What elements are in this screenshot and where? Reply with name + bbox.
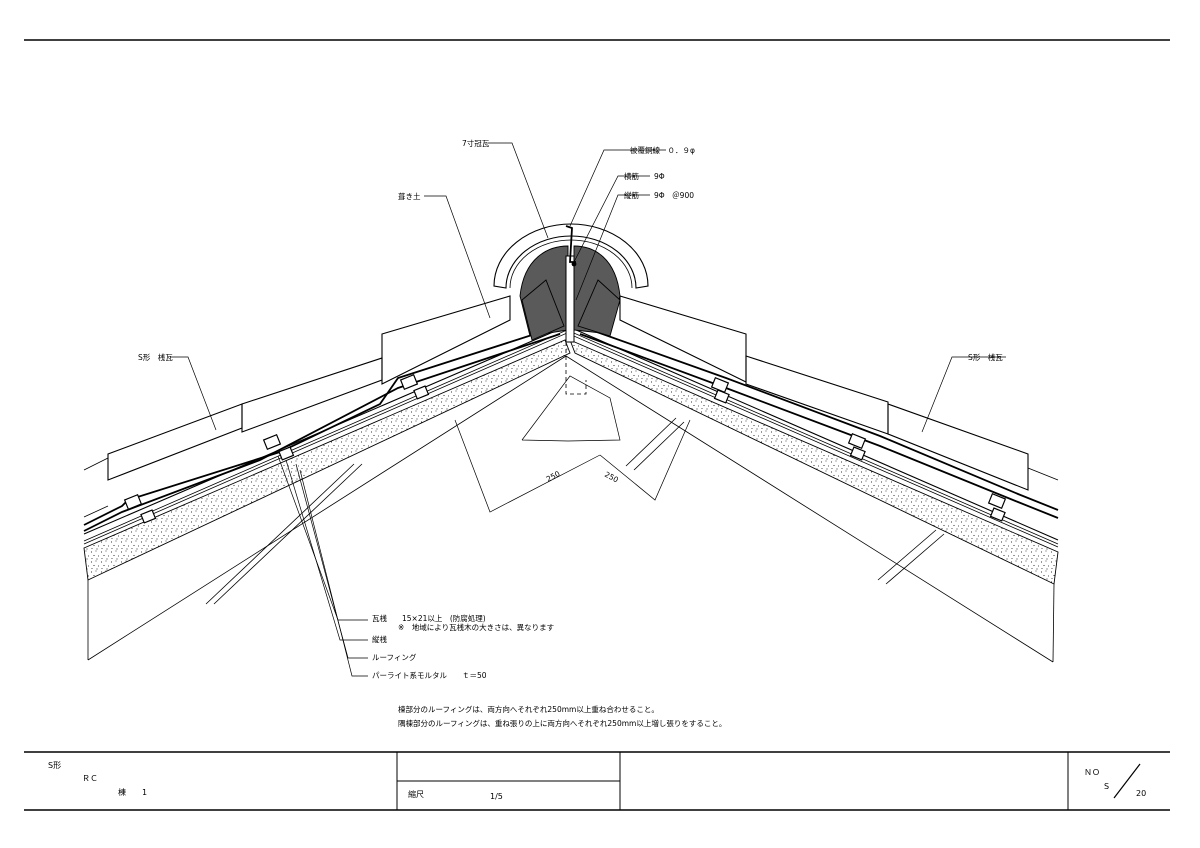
title-block bbox=[24, 751, 1170, 811]
no-slash bbox=[1113, 763, 1141, 799]
note-line-2: 隅棟部分のルーフィングは、重ね張りの上に両方向へそれぞれ250mm以上増し張りを… bbox=[398, 718, 726, 728]
bedding-mortar-right-lower bbox=[577, 279, 621, 337]
leader-copper-wire bbox=[569, 149, 666, 227]
title-type-line2: ＲＣ bbox=[82, 774, 98, 783]
leader-mortar bbox=[299, 469, 368, 677]
crown-tile-outer bbox=[493, 223, 649, 289]
label-s-tile-right: S形 桟瓦 bbox=[968, 352, 1003, 362]
perlite-mortar-layer-right bbox=[569, 339, 1059, 585]
leader-s-tile-left bbox=[170, 356, 217, 431]
dimension-label-right: 250 bbox=[603, 470, 620, 485]
scale-label: 縮尺 bbox=[408, 789, 424, 799]
leader-counter-batten bbox=[285, 459, 368, 641]
bedding-mortar-left-lower bbox=[521, 279, 565, 341]
rc-slab-bottom-right bbox=[1052, 583, 1055, 663]
dimension-line-left-2 bbox=[454, 419, 601, 513]
label-copper-wire: 被覆銅線 ０．９φ bbox=[630, 145, 695, 155]
label-counter-batten: 縦桟 bbox=[372, 634, 387, 644]
perlite-mortar-layer-left bbox=[83, 339, 571, 581]
dimension-label-left: 250 bbox=[545, 469, 562, 484]
ridge-rebar-plate bbox=[565, 255, 575, 343]
s-tiles-left bbox=[83, 295, 561, 532]
s-tiles-right bbox=[579, 295, 1059, 519]
rafter-right-2 bbox=[633, 421, 685, 471]
leader-crown-tile bbox=[488, 142, 549, 239]
leader-s-tile-right bbox=[921, 356, 1006, 433]
rafter-right-4 bbox=[885, 533, 945, 585]
no-label: ＮＯ bbox=[1084, 768, 1100, 777]
no-value: 20 bbox=[1136, 789, 1146, 798]
ridge-anchor-dashed bbox=[565, 342, 587, 395]
rafter-left-1 bbox=[205, 463, 355, 605]
label-horizontal-rebar: 横筋 9Φ bbox=[624, 171, 665, 181]
dimension-line-left bbox=[521, 375, 621, 442]
label-tile-batten-note: ※ 地域により瓦桟木の大きさは、異なります bbox=[398, 622, 554, 632]
title-type-line3: 棟 1 bbox=[118, 787, 147, 797]
label-roofing: ルーフィング bbox=[372, 652, 417, 662]
title-type-line1: S形 bbox=[48, 761, 61, 770]
label-perlite-mortar: パーライト系モルタル ｔ＝50 bbox=[372, 670, 487, 680]
note-line-1: 棟部分のルーフィングは、両方向へそれぞれ250mm以上重ね合わせること。 bbox=[398, 704, 659, 714]
label-s-tile-left: S形 桟瓦 bbox=[138, 352, 173, 362]
label-tile-batten: 瓦桟 15×21以上 (防腐処理) bbox=[372, 613, 486, 623]
label-vertical-rebar: 縦筋 9Φ ＠900 bbox=[624, 190, 694, 200]
rafter-left-2 bbox=[213, 463, 363, 605]
leader-vertical-rebar bbox=[575, 194, 650, 301]
rafter-right-3 bbox=[877, 529, 937, 581]
leader-bedding bbox=[424, 195, 491, 319]
leader-horizontal-rebar bbox=[573, 175, 650, 263]
dimension-line-right bbox=[599, 419, 691, 501]
no-prefix: S bbox=[1104, 782, 1109, 791]
label-bedding-mortar: 葺き土 bbox=[398, 191, 421, 201]
rafter-right-1 bbox=[625, 417, 677, 467]
tile-battens bbox=[123, 373, 1007, 524]
scale-value: 1/5 bbox=[490, 792, 503, 801]
leader-roofing bbox=[295, 463, 368, 659]
label-crown-tile: 7寸冠瓦 bbox=[462, 138, 490, 148]
rebar-dot bbox=[571, 261, 577, 267]
